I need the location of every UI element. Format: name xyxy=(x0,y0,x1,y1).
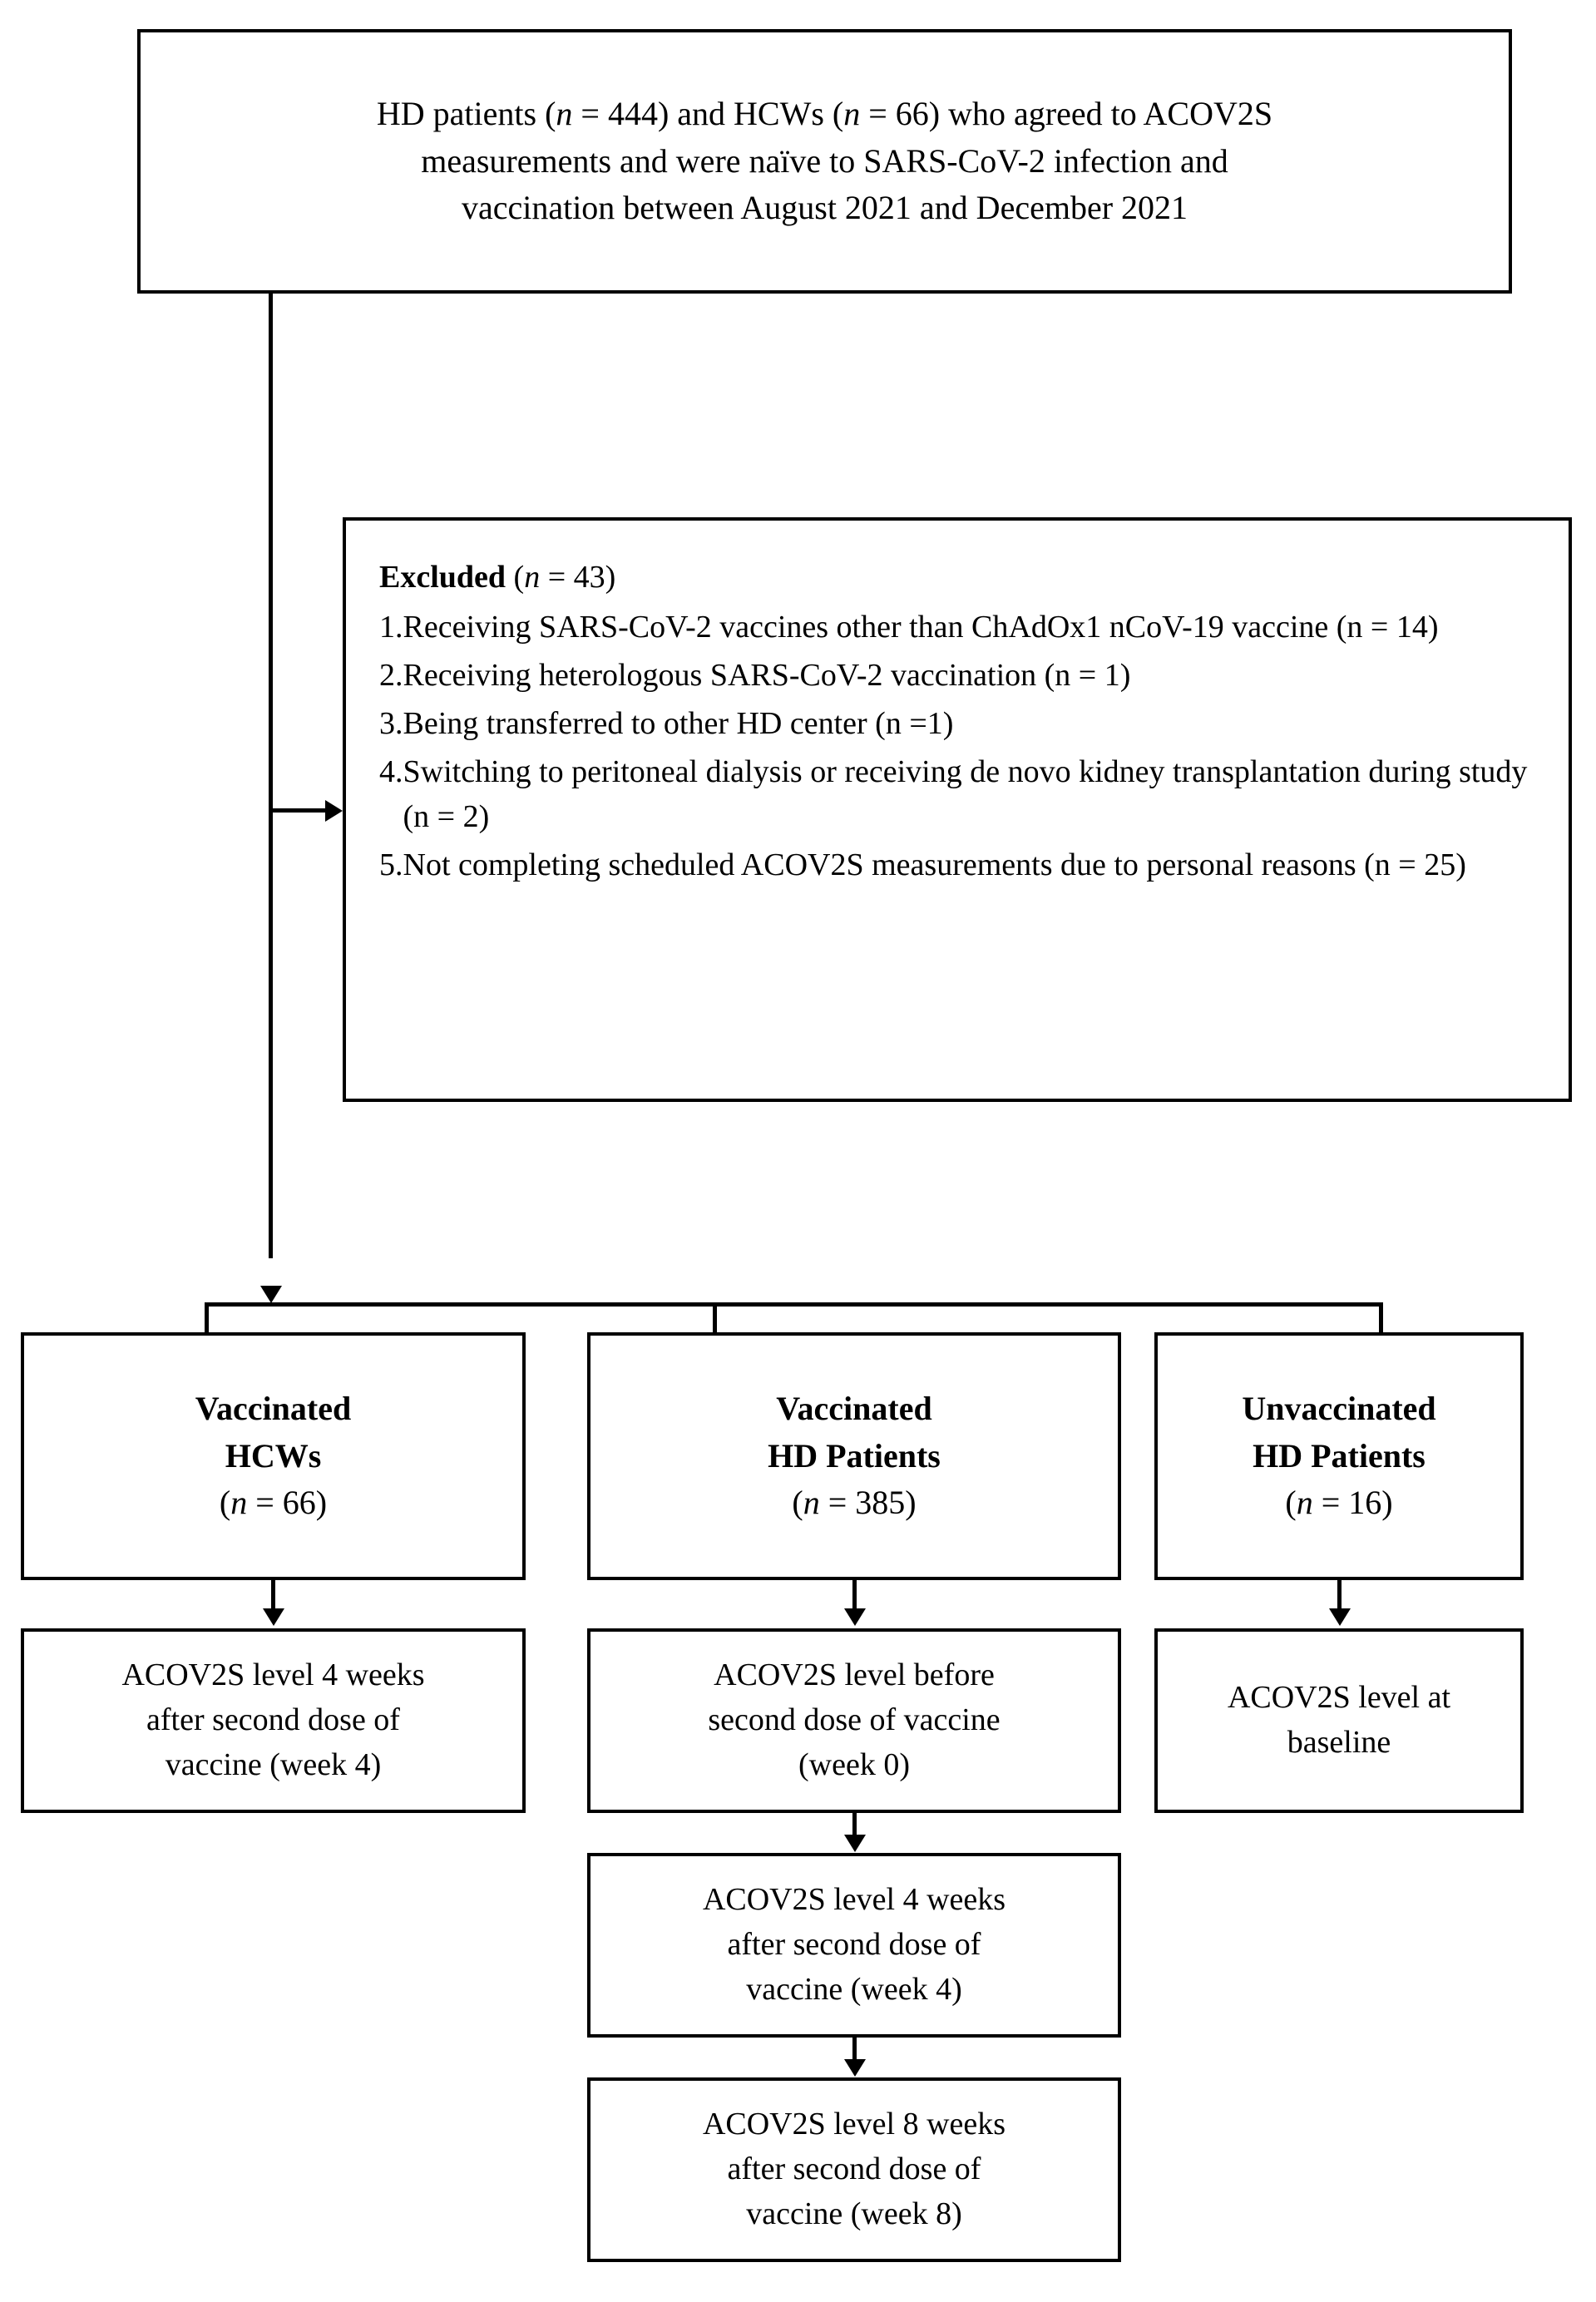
excluded-title-label: Excluded xyxy=(379,560,506,595)
connector-unvacc-to-baseline xyxy=(1337,1580,1342,1611)
excluded-content: Excluded (n = 43) 1. Receiving SARS-CoV-… xyxy=(346,521,1569,892)
enrollment-box: HD patients (n = 444) and HCWs (n = 66) … xyxy=(137,29,1512,294)
enrollment-n-italic-1: n xyxy=(556,94,573,132)
measurement-box-hd-week8: ACOV2S level 8 weeks after second dose o… xyxy=(587,2077,1121,2262)
measurement-line2: after second dose of xyxy=(727,2151,981,2187)
arrow-week0-to-week4 xyxy=(844,1835,866,1852)
connector-split-drop-middle xyxy=(713,1302,717,1334)
group-n-italic: n xyxy=(230,1484,248,1522)
enrollment-line1-mid: = 444) and HCWs ( xyxy=(572,94,844,132)
group-title-line2: HCWs xyxy=(225,1436,322,1475)
arrow-week4-to-week8 xyxy=(844,2059,866,2077)
group-title-line1: Vaccinated xyxy=(195,1389,352,1427)
group-n-italic: n xyxy=(1296,1484,1313,1522)
enrollment-line-1: HD patients (n = 444) and HCWs (n = 66) … xyxy=(377,91,1272,138)
group-box-vaccinated-hcws: Vaccinated HCWs (n = 66) xyxy=(21,1332,526,1580)
excluded-reason-list: 1. Receiving SARS-CoV-2 vaccines other t… xyxy=(379,605,1540,888)
enrollment-line1-post: = 66) who agreed to ACOV2S xyxy=(860,94,1273,132)
arrow-enrollment-to-split xyxy=(260,1286,282,1303)
measurement-box-unvacc-baseline: ACOV2S level at baseline xyxy=(1154,1628,1524,1813)
list-item: 1. Receiving SARS-CoV-2 vaccines other t… xyxy=(379,605,1540,650)
list-item: 3. Being transferred to other HD center … xyxy=(379,702,1540,747)
group-n-value: = 385) xyxy=(819,1484,917,1522)
excluded-title-n-italic: n xyxy=(524,560,541,595)
group-n-value: = 16) xyxy=(1312,1484,1393,1522)
group-title-line1: Vaccinated xyxy=(776,1389,932,1427)
measurement-box-hcw-week4: ACOV2S level 4 weeks after second dose o… xyxy=(21,1628,526,1813)
group-count: (n = 385) xyxy=(792,1484,917,1522)
connector-to-excluded xyxy=(269,808,327,813)
arrow-hd-to-week0 xyxy=(844,1608,866,1626)
excluded-box: Excluded (n = 43) 1. Receiving SARS-CoV-… xyxy=(343,517,1572,1102)
excluded-item-text: Being transferred to other HD center (n … xyxy=(403,705,954,741)
excluded-title-count: = 43) xyxy=(540,560,616,595)
group-n-value: = 66) xyxy=(247,1484,328,1522)
excluded-item-number: 5. xyxy=(379,847,403,882)
connector-hd-to-week0 xyxy=(852,1580,857,1611)
measurement-line2: baseline xyxy=(1287,1725,1391,1760)
measurement-line2: after second dose of xyxy=(146,1702,400,1738)
measurement-line2: second dose of vaccine xyxy=(708,1702,1001,1738)
measurement-line3: vaccine (week 4) xyxy=(165,1746,382,1782)
excluded-item-text: Not completing scheduled ACOV2S measurem… xyxy=(403,847,1466,882)
arrow-hcws-to-week4 xyxy=(263,1608,284,1626)
excluded-item-number: 2. xyxy=(379,657,403,693)
connector-split-drop-right xyxy=(1379,1302,1383,1334)
group-count: (n = 16) xyxy=(1285,1484,1393,1522)
excluded-item-number: 1. xyxy=(379,609,403,645)
measurement-line2: after second dose of xyxy=(727,1927,981,1963)
list-item: 4. Switching to peritoneal dialysis or r… xyxy=(379,750,1540,840)
connector-week0-to-week4 xyxy=(852,1813,857,1839)
connector-week4-to-week8 xyxy=(852,2038,857,2063)
group-n-italic: n xyxy=(803,1484,820,1522)
group-title-line2: HD Patients xyxy=(1253,1436,1426,1475)
enrollment-line-3: vaccination between August 2021 and Dece… xyxy=(461,189,1188,227)
measurement-line1: ACOV2S level at xyxy=(1227,1680,1451,1716)
connector-hcws-to-week4 xyxy=(271,1580,275,1611)
arrow-to-excluded xyxy=(325,800,343,822)
excluded-item-text: Receiving SARS-CoV-2 vaccines other than… xyxy=(403,609,1439,645)
arrow-unvacc-to-baseline xyxy=(1329,1608,1351,1626)
excluded-item-text: Switching to peritoneal dialysis or rece… xyxy=(403,753,1528,834)
excluded-title: Excluded (n = 43) xyxy=(379,560,616,595)
excluded-item-number: 3. xyxy=(379,705,403,741)
group-title-line1: Unvaccinated xyxy=(1242,1389,1436,1427)
list-item: 5. Not completing scheduled ACOV2S measu… xyxy=(379,843,1540,888)
group-title-line2: HD Patients xyxy=(768,1436,941,1475)
enrollment-n-italic-2: n xyxy=(843,94,861,132)
measurement-line3: vaccine (week 4) xyxy=(746,1971,962,2007)
enrollment-line-2: measurements and were naïve to SARS-CoV-… xyxy=(421,141,1228,180)
excluded-item-text: Receiving heterologous SARS-CoV-2 vaccin… xyxy=(403,657,1131,693)
connector-enrollment-trunk xyxy=(269,294,273,1258)
measurement-line3: (week 0) xyxy=(798,1746,910,1782)
group-box-vaccinated-hd-patients: Vaccinated HD Patients (n = 385) xyxy=(587,1332,1121,1580)
measurement-line1: ACOV2S level 4 weeks xyxy=(121,1657,425,1693)
measurement-box-hd-week4: ACOV2S level 4 weeks after second dose o… xyxy=(587,1853,1121,2038)
connector-split-drop-left xyxy=(205,1302,209,1334)
measurement-line1: ACOV2S level before xyxy=(714,1657,995,1693)
measurement-line1: ACOV2S level 4 weeks xyxy=(702,1882,1006,1918)
group-box-unvaccinated-hd-patients: Unvaccinated HD Patients (n = 16) xyxy=(1154,1332,1524,1580)
connector-split-bar xyxy=(206,1302,1383,1307)
group-count: (n = 66) xyxy=(219,1484,328,1522)
measurement-line3: vaccine (week 8) xyxy=(746,2196,962,2231)
list-item: 2. Receiving heterologous SARS-CoV-2 vac… xyxy=(379,654,1540,699)
measurement-line1: ACOV2S level 8 weeks xyxy=(702,2107,1006,2142)
measurement-box-hd-week0: ACOV2S level before second dose of vacci… xyxy=(587,1628,1121,1813)
enrollment-line1-pre: HD patients ( xyxy=(376,94,556,132)
excluded-item-number: 4. xyxy=(379,753,403,789)
